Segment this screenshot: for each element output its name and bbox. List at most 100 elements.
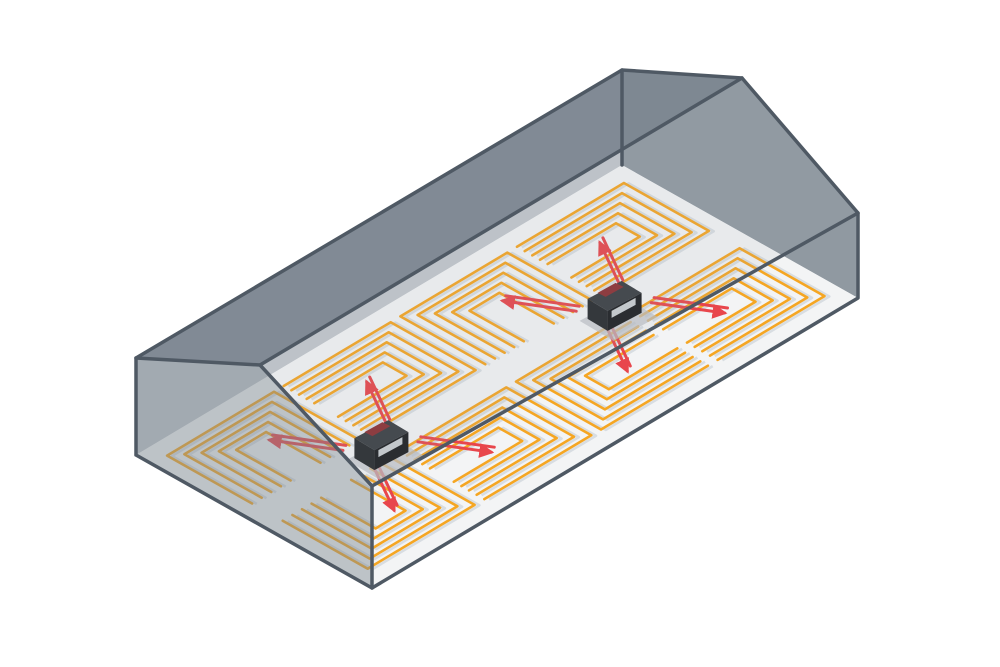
pipe-shadow [315,473,429,541]
pipe-segment [514,316,710,431]
pipe-segment [297,341,443,427]
pipe-shadow [296,462,464,561]
flow-arrow-line [652,296,729,310]
pipe-shadow [411,396,581,497]
building-outline [134,68,860,590]
flow-arrow-line [499,295,578,313]
pipe-segment [631,246,826,362]
pipe-segment [300,467,442,550]
pipe-segment [399,251,594,366]
pipe-segment [549,325,694,411]
pipe-segment [200,410,341,494]
pipe-shadow [239,431,326,483]
unit-panel [611,297,636,318]
unit-top-vent [364,422,391,437]
pipe-segment [468,291,556,343]
pipe-shadow [636,247,831,362]
pipe-segment [523,191,693,292]
pipe-segment [538,211,659,284]
heater-unit-right [579,280,658,341]
unit-side [354,438,375,471]
pipe-loop [515,181,715,297]
pipe-shadow [306,467,447,551]
pipe-shadow [426,416,546,488]
unit-top [587,280,642,311]
flow-arrow-line [504,294,581,308]
unit-top [354,420,409,451]
pipe-segment [405,396,576,497]
floor [136,165,858,588]
pipe-segment [654,277,774,349]
heater-icon [579,280,658,341]
roof-front-slope [260,78,858,486]
flow-arrow-line [416,440,495,458]
unit-top-vent [597,282,624,297]
pipe-shadow [438,271,579,355]
flow-arrow [598,236,625,287]
heater-units [346,280,658,481]
pipe-segment [398,386,593,501]
pipe-shadow [544,212,664,284]
pipe-shadow [403,251,598,366]
pipe-segment [290,331,460,431]
back-gable-wall [622,70,858,298]
pipe-segment [282,320,477,436]
pipe-segment [531,201,676,288]
pipe-shadow [528,192,698,292]
pipe-segment [639,256,809,357]
pipe-shadow [536,321,706,422]
pipe-shadow [652,267,797,353]
pipe-shadow [325,479,412,531]
flow-arrow-line [419,435,496,449]
pipe-shadow [318,361,413,419]
pipe-shadow [551,222,646,280]
pipe-segment [433,271,575,355]
flow-arrow [416,435,496,458]
pipe-segment [532,320,702,421]
pipe-shadow [303,341,448,427]
flow-arrow-line [601,236,625,282]
pipe-shadow [421,261,589,361]
pipe-segment [281,455,476,570]
heater-unit-left [346,420,425,481]
pipe-shadow [295,331,465,432]
flow-arrow [499,294,581,313]
pipe-segment [413,406,558,492]
pipe-loop [399,251,598,366]
pipe-shadow [571,329,691,401]
pipe-segment [421,416,541,488]
pipe-loop [282,320,482,436]
pipe-shadow [519,317,714,432]
pipe-loop [165,390,365,506]
flow-arrow-line [365,379,389,426]
pipe-segment [183,400,351,499]
pipe-segment [234,430,322,482]
pipe-shadow [403,386,598,501]
flow-arrow [365,375,392,426]
unit-panel [378,437,403,458]
flow-arrow-line [368,375,392,421]
unit-side [587,298,608,331]
pipe-segment [305,351,426,423]
pipe-shadow [536,202,681,288]
pipe-segment [165,390,361,505]
heater-icon [346,420,425,481]
pipe-segment [646,267,792,353]
front-gable-wall [136,358,372,588]
flow-arrow-line [598,240,622,287]
pipe-shadow [554,325,699,412]
pipe-segment [291,461,459,560]
roof-back-slope [136,70,742,365]
pipe-shadow [205,411,346,494]
pipe-shadow [472,292,560,343]
pipe-segment [319,478,407,530]
pipe-shadow [644,257,814,358]
pipe-segment [416,261,584,360]
pipe-loop [281,455,481,571]
flow-arrow-line [266,434,345,452]
pipe-shadow [170,390,365,506]
pipe-shadow [286,456,481,571]
pipe-segment [515,181,711,296]
pipe-shadow [521,182,715,297]
